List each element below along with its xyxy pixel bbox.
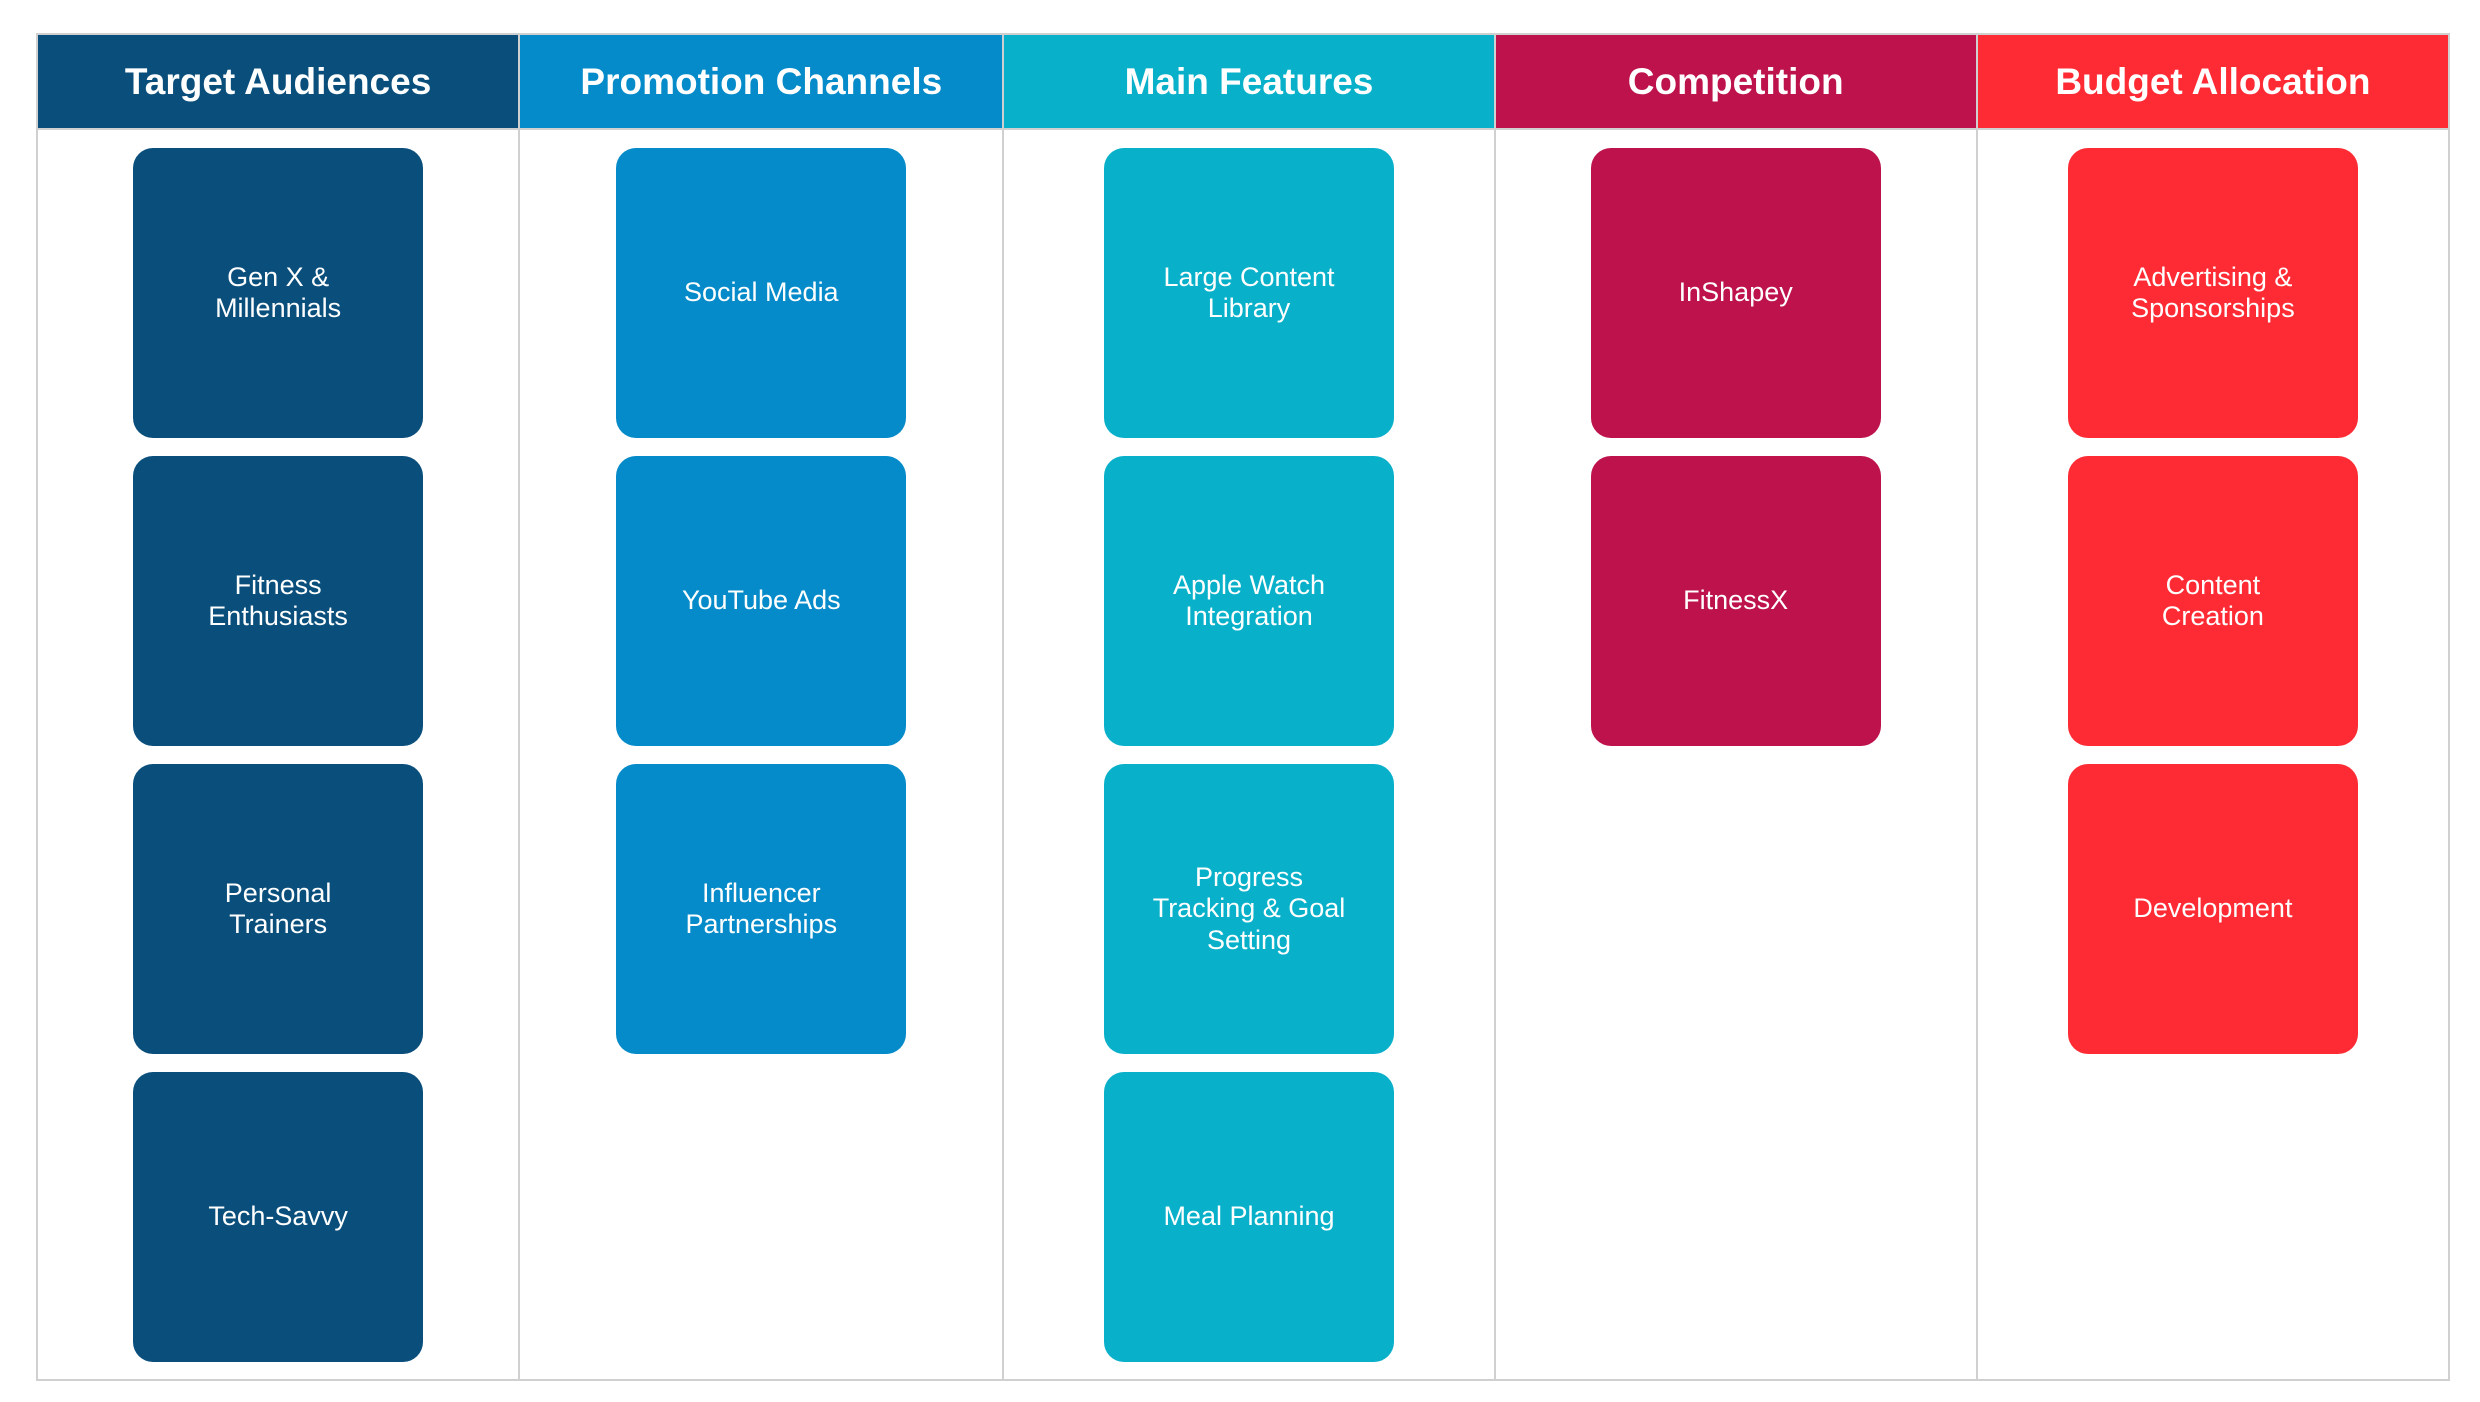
card-list: Social Media YouTube Ads Influencer Part… [520, 148, 1002, 1054]
card: Social Media [616, 148, 907, 438]
card: Influencer Partnerships [616, 764, 907, 1054]
card: Meal Planning [1104, 1072, 1394, 1362]
card-list: Gen X & Millennials Fitness Enthusiasts … [38, 148, 518, 1362]
card: InShapey [1590, 148, 1881, 438]
column-main-features: Main Features Large Content Library Appl… [1004, 35, 1496, 1379]
column-header: Budget Allocation [1977, 35, 2449, 130]
column-budget-allocation: Budget Allocation Advertising & Sponsors… [1977, 35, 2449, 1379]
card: Apple Watch Integration [1104, 456, 1394, 746]
card: YouTube Ads [616, 456, 907, 746]
marketing-board: Target Audiences Gen X & Millennials Fit… [36, 33, 2450, 1381]
card-list: Advertising & Sponsorships Content Creat… [1978, 148, 2448, 1054]
card: Tech-Savvy [133, 1072, 424, 1362]
card: Gen X & Millennials [133, 148, 424, 438]
column-header: Promotion Channels [520, 35, 1003, 130]
card: Content Creation [2067, 456, 2358, 746]
card: Progress Tracking & Goal Setting [1104, 764, 1394, 1054]
card: FitnessX [1590, 456, 1881, 746]
column-header: Main Features [1004, 35, 1494, 130]
card-list: InShapey FitnessX [1496, 148, 1976, 746]
column-target-audiences: Target Audiences Gen X & Millennials Fit… [38, 35, 521, 1379]
card: Development [2067, 764, 2358, 1054]
card: Large Content Library [1104, 148, 1394, 438]
column-header: Competition [1495, 35, 1976, 130]
column-competition: Competition InShapey FitnessX [1495, 35, 1978, 1379]
card: Personal Trainers [133, 764, 424, 1054]
column-header: Target Audiences [38, 35, 519, 130]
card: Fitness Enthusiasts [133, 456, 424, 746]
column-promotion-channels: Promotion Channels Social Media YouTube … [520, 35, 1005, 1379]
card: Advertising & Sponsorships [2067, 148, 2358, 438]
card-list: Large Content Library Apple Watch Integr… [1004, 148, 1493, 1362]
